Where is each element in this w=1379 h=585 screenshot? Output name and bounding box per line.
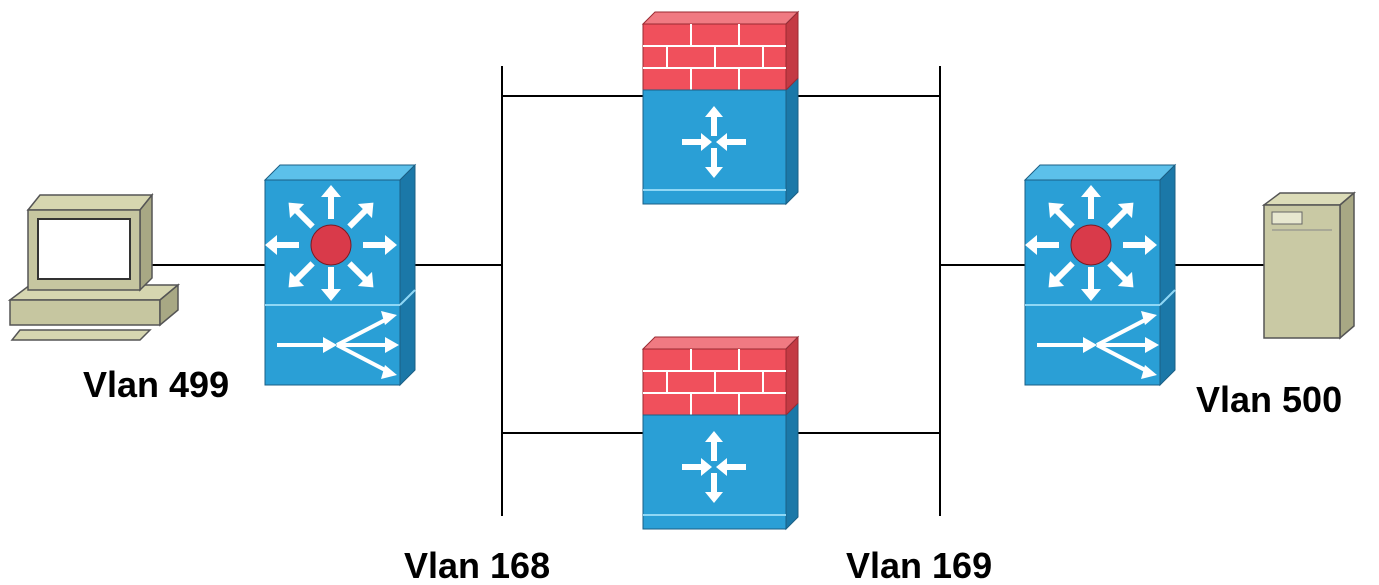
- firewall-bottom-icon: [641, 335, 800, 531]
- links: [150, 66, 1264, 516]
- vlan-499-label: Vlan 499: [83, 364, 229, 405]
- pc-icon: [7, 192, 181, 341]
- vlan-169-label: Vlan 169: [846, 545, 992, 585]
- multilayer-switch-left-icon: [263, 163, 417, 387]
- server-icon: [1261, 191, 1357, 340]
- vlan-500-label: Vlan 500: [1196, 379, 1342, 420]
- firewall-top-icon: [641, 10, 800, 206]
- vlan-168-label: Vlan 168: [404, 545, 550, 585]
- multilayer-switch-right-icon: [1023, 163, 1177, 387]
